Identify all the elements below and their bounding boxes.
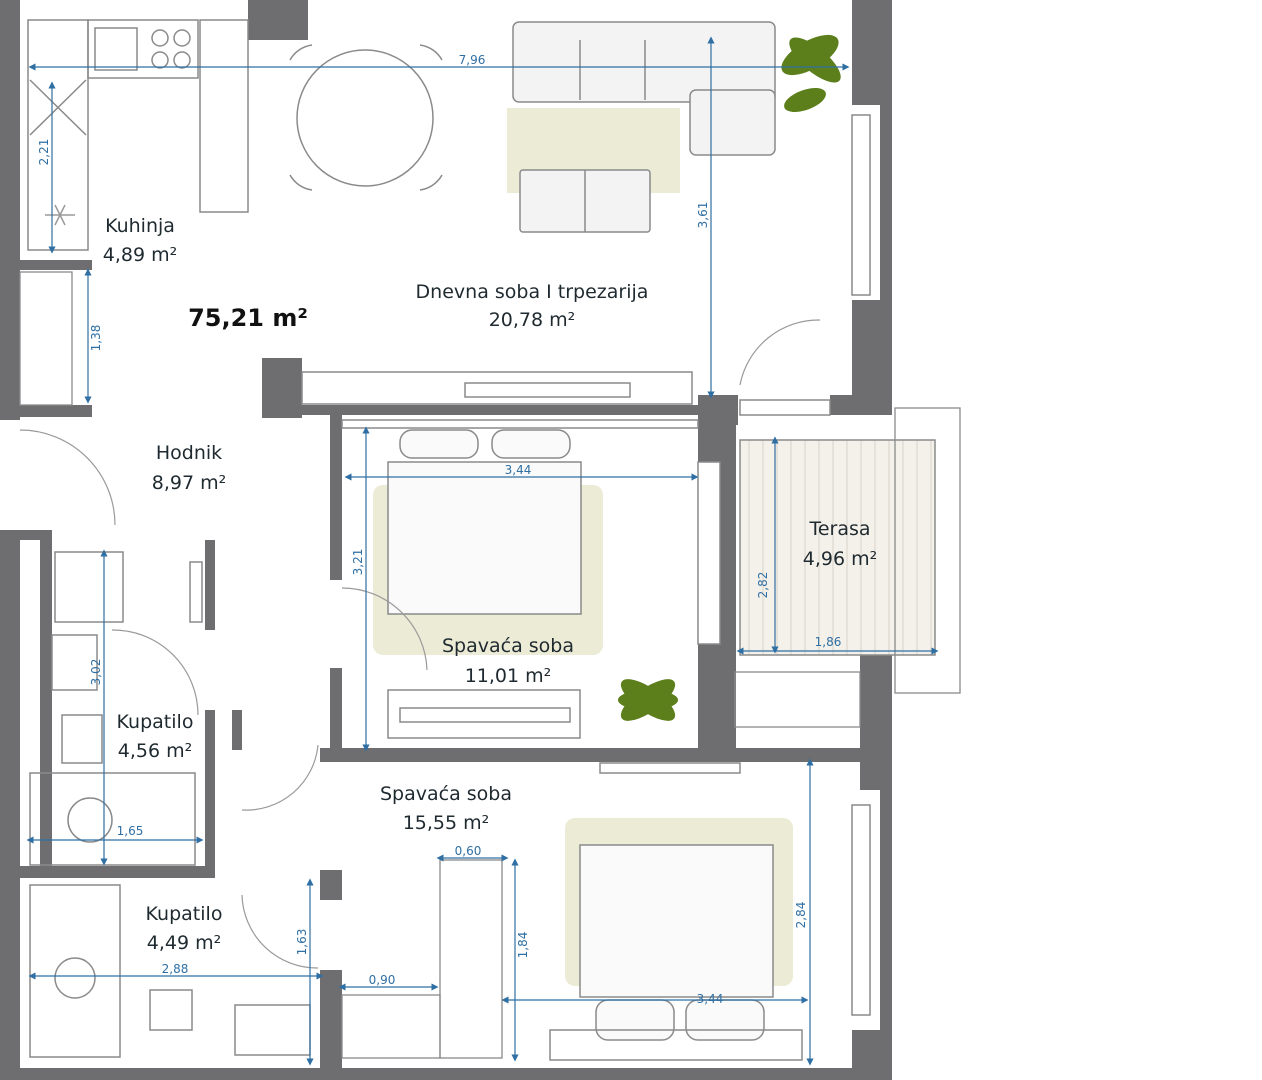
kitchen-counter (27, 19, 249, 251)
room-area-hallway: 8,97 m² (152, 472, 226, 494)
room-name-living: Dnevna soba I trpezarija (416, 281, 649, 303)
room-area-bathroom-1: 4,56 m² (118, 740, 192, 762)
dimension-label: 0,90 (369, 973, 396, 987)
dimension-label: 0,60 (455, 844, 482, 858)
room-area-bedroom-1: 11,01 m² (465, 665, 552, 687)
door-swings (19, 319, 821, 969)
room-area-living: 20,78 m² (489, 309, 576, 331)
bed-1 (341, 419, 699, 615)
dimension-label: 3,61 (696, 202, 710, 229)
dimension-label: 2,88 (162, 962, 189, 976)
total-area: 75,21 m² (188, 304, 308, 332)
dimension-label: 1,65 (117, 824, 144, 838)
dimension-label: 7,96 (459, 53, 486, 67)
room-area-terrace: 4,96 m² (803, 548, 877, 570)
room-name-terrace: Terasa (808, 518, 870, 540)
dimension-label: 3,44 (697, 992, 724, 1006)
bed-2 (549, 844, 803, 1061)
dimension-label: 1,38 (89, 325, 103, 352)
terrace-unit (734, 671, 861, 728)
dimension-label: 3,44 (505, 463, 532, 477)
dimension-label: 1,63 (295, 929, 309, 956)
room-area-kitchen: 4,89 m² (103, 244, 177, 266)
room-area-bathroom-2: 4,49 m² (147, 932, 221, 954)
room-name-bedroom-2: Spavaća soba (380, 783, 512, 805)
terrace-railing (894, 407, 961, 694)
dining-table (289, 44, 443, 191)
dimension-label: 2,84 (794, 902, 808, 929)
room-name-bedroom-1: Spavaća soba (442, 635, 574, 657)
dimension-label: 1,86 (815, 635, 842, 649)
room-area-bedroom-2: 15,55 m² (403, 812, 490, 834)
room-name-bathroom-2: Kupatilo (146, 903, 223, 925)
bathroom-1-fixtures (29, 551, 203, 866)
dimension-label: 3,02 (89, 659, 103, 686)
dimension-label: 3,21 (351, 549, 365, 576)
dimension-label: 1,84 (516, 932, 530, 959)
dimension-label: 2,82 (756, 572, 770, 599)
tv-unit-bedroom (387, 689, 741, 774)
room-name-bathroom-1: Kupatilo (117, 711, 194, 733)
room-name-hallway: Hodnik (156, 442, 222, 464)
room-name-kitchen: Kuhinja (105, 215, 175, 237)
dimension-lines (26, 36, 939, 1066)
tv-unit-living (301, 371, 693, 405)
dimension-label: 2,21 (37, 139, 51, 166)
windows (697, 114, 871, 1016)
